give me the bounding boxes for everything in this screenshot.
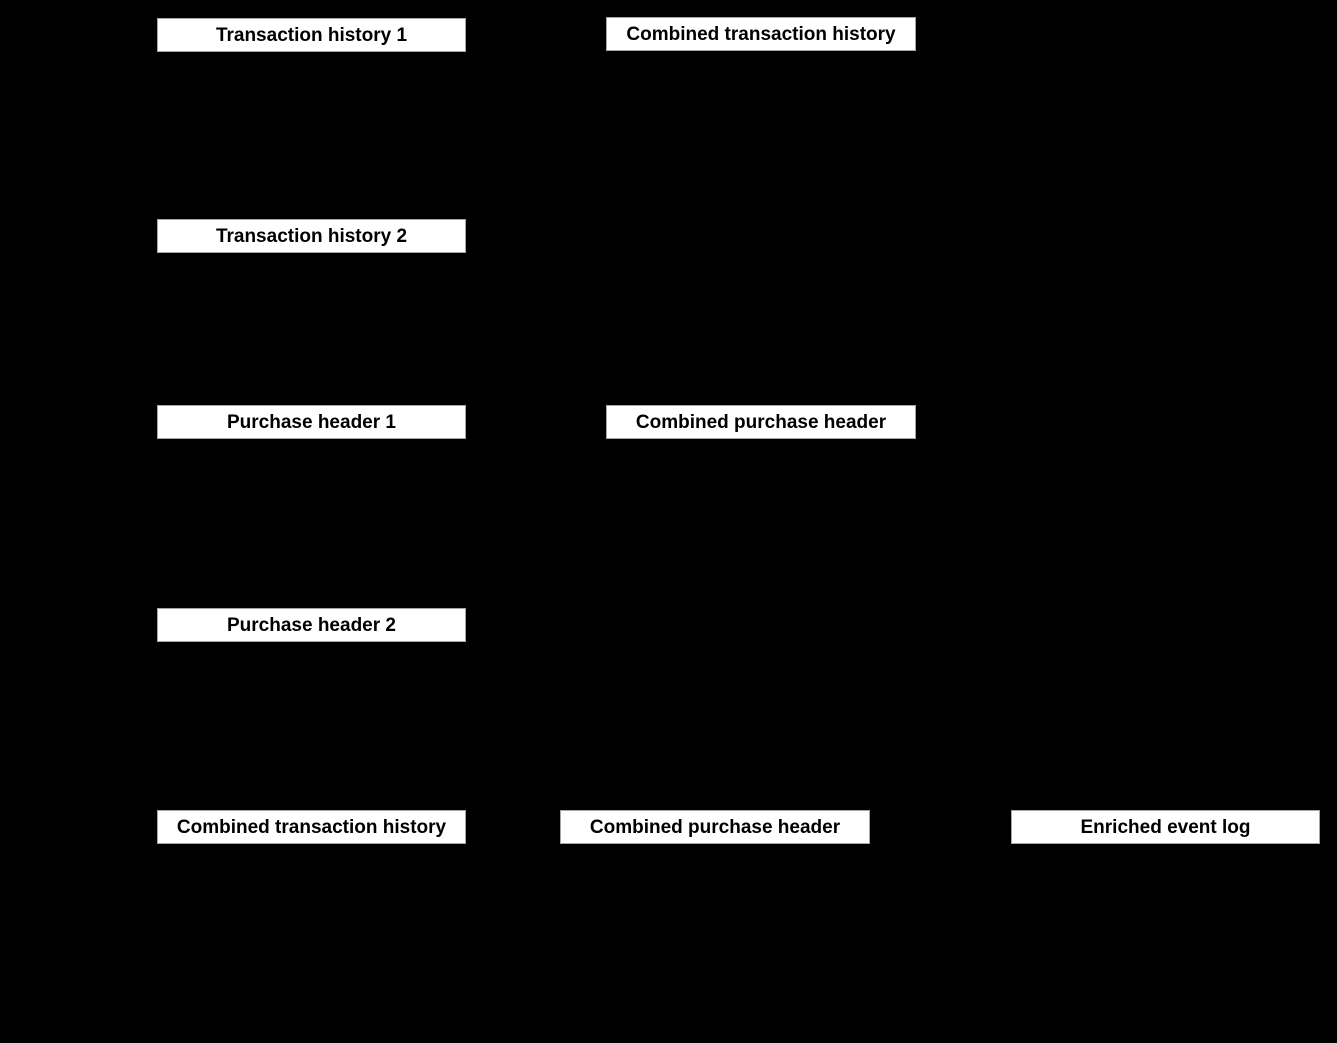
table-header-purchase-header-2: Purchase header 2	[157, 608, 466, 642]
table-header-label: Combined purchase header	[589, 816, 841, 838]
table-header-label: Transaction history 2	[215, 225, 408, 247]
table-header-label: Enriched event log	[1080, 816, 1251, 838]
table-header-combined-transaction-history-top: Combined transaction history	[606, 17, 916, 51]
table-header-label: Combined transaction history	[176, 816, 447, 838]
table-header-combined-purchase-header-bottom: Combined purchase header	[560, 810, 870, 844]
table-header-transaction-history-1: Transaction history 1	[157, 18, 466, 52]
table-header-combined-transaction-history-bottom: Combined transaction history	[157, 810, 466, 844]
table-header-enriched-event-log: Enriched event log	[1011, 810, 1320, 844]
table-header-label: Combined transaction history	[626, 23, 896, 45]
table-header-label: Transaction history 1	[215, 24, 408, 46]
table-header-label: Combined purchase header	[635, 411, 887, 433]
table-header-transaction-history-2: Transaction history 2	[157, 219, 466, 253]
table-header-label: Purchase header 1	[227, 411, 396, 433]
table-header-combined-purchase-header-mid: Combined purchase header	[606, 405, 916, 439]
table-header-purchase-header-1: Purchase header 1	[157, 405, 466, 439]
table-header-label: Purchase header 2	[227, 614, 396, 636]
